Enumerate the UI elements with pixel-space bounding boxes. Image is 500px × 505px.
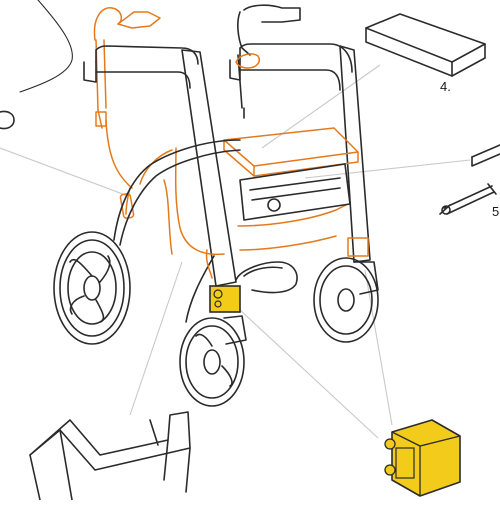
seat-frame — [139, 127, 359, 256]
basket-part — [29, 411, 191, 501]
left-edge-part — [0, 110, 15, 130]
handlebars — [83, 43, 353, 91]
legs — [181, 45, 371, 287]
part-label-4: 4. — [440, 79, 451, 94]
background-arc — [19, 0, 73, 93]
rear-wheel — [53, 231, 131, 345]
brake-and-handle — [93, 4, 301, 129]
seat-board-part — [365, 13, 486, 77]
pin-and-bracket-part — [439, 144, 500, 215]
clamp-part-highlight — [384, 419, 461, 497]
right-wheel — [313, 257, 379, 343]
part-label-5: 5 — [492, 204, 500, 219]
leg-clamp-highlight — [209, 285, 241, 313]
front-wheel — [179, 315, 247, 407]
side-frame — [105, 119, 369, 323]
middle-wheel — [235, 261, 298, 294]
